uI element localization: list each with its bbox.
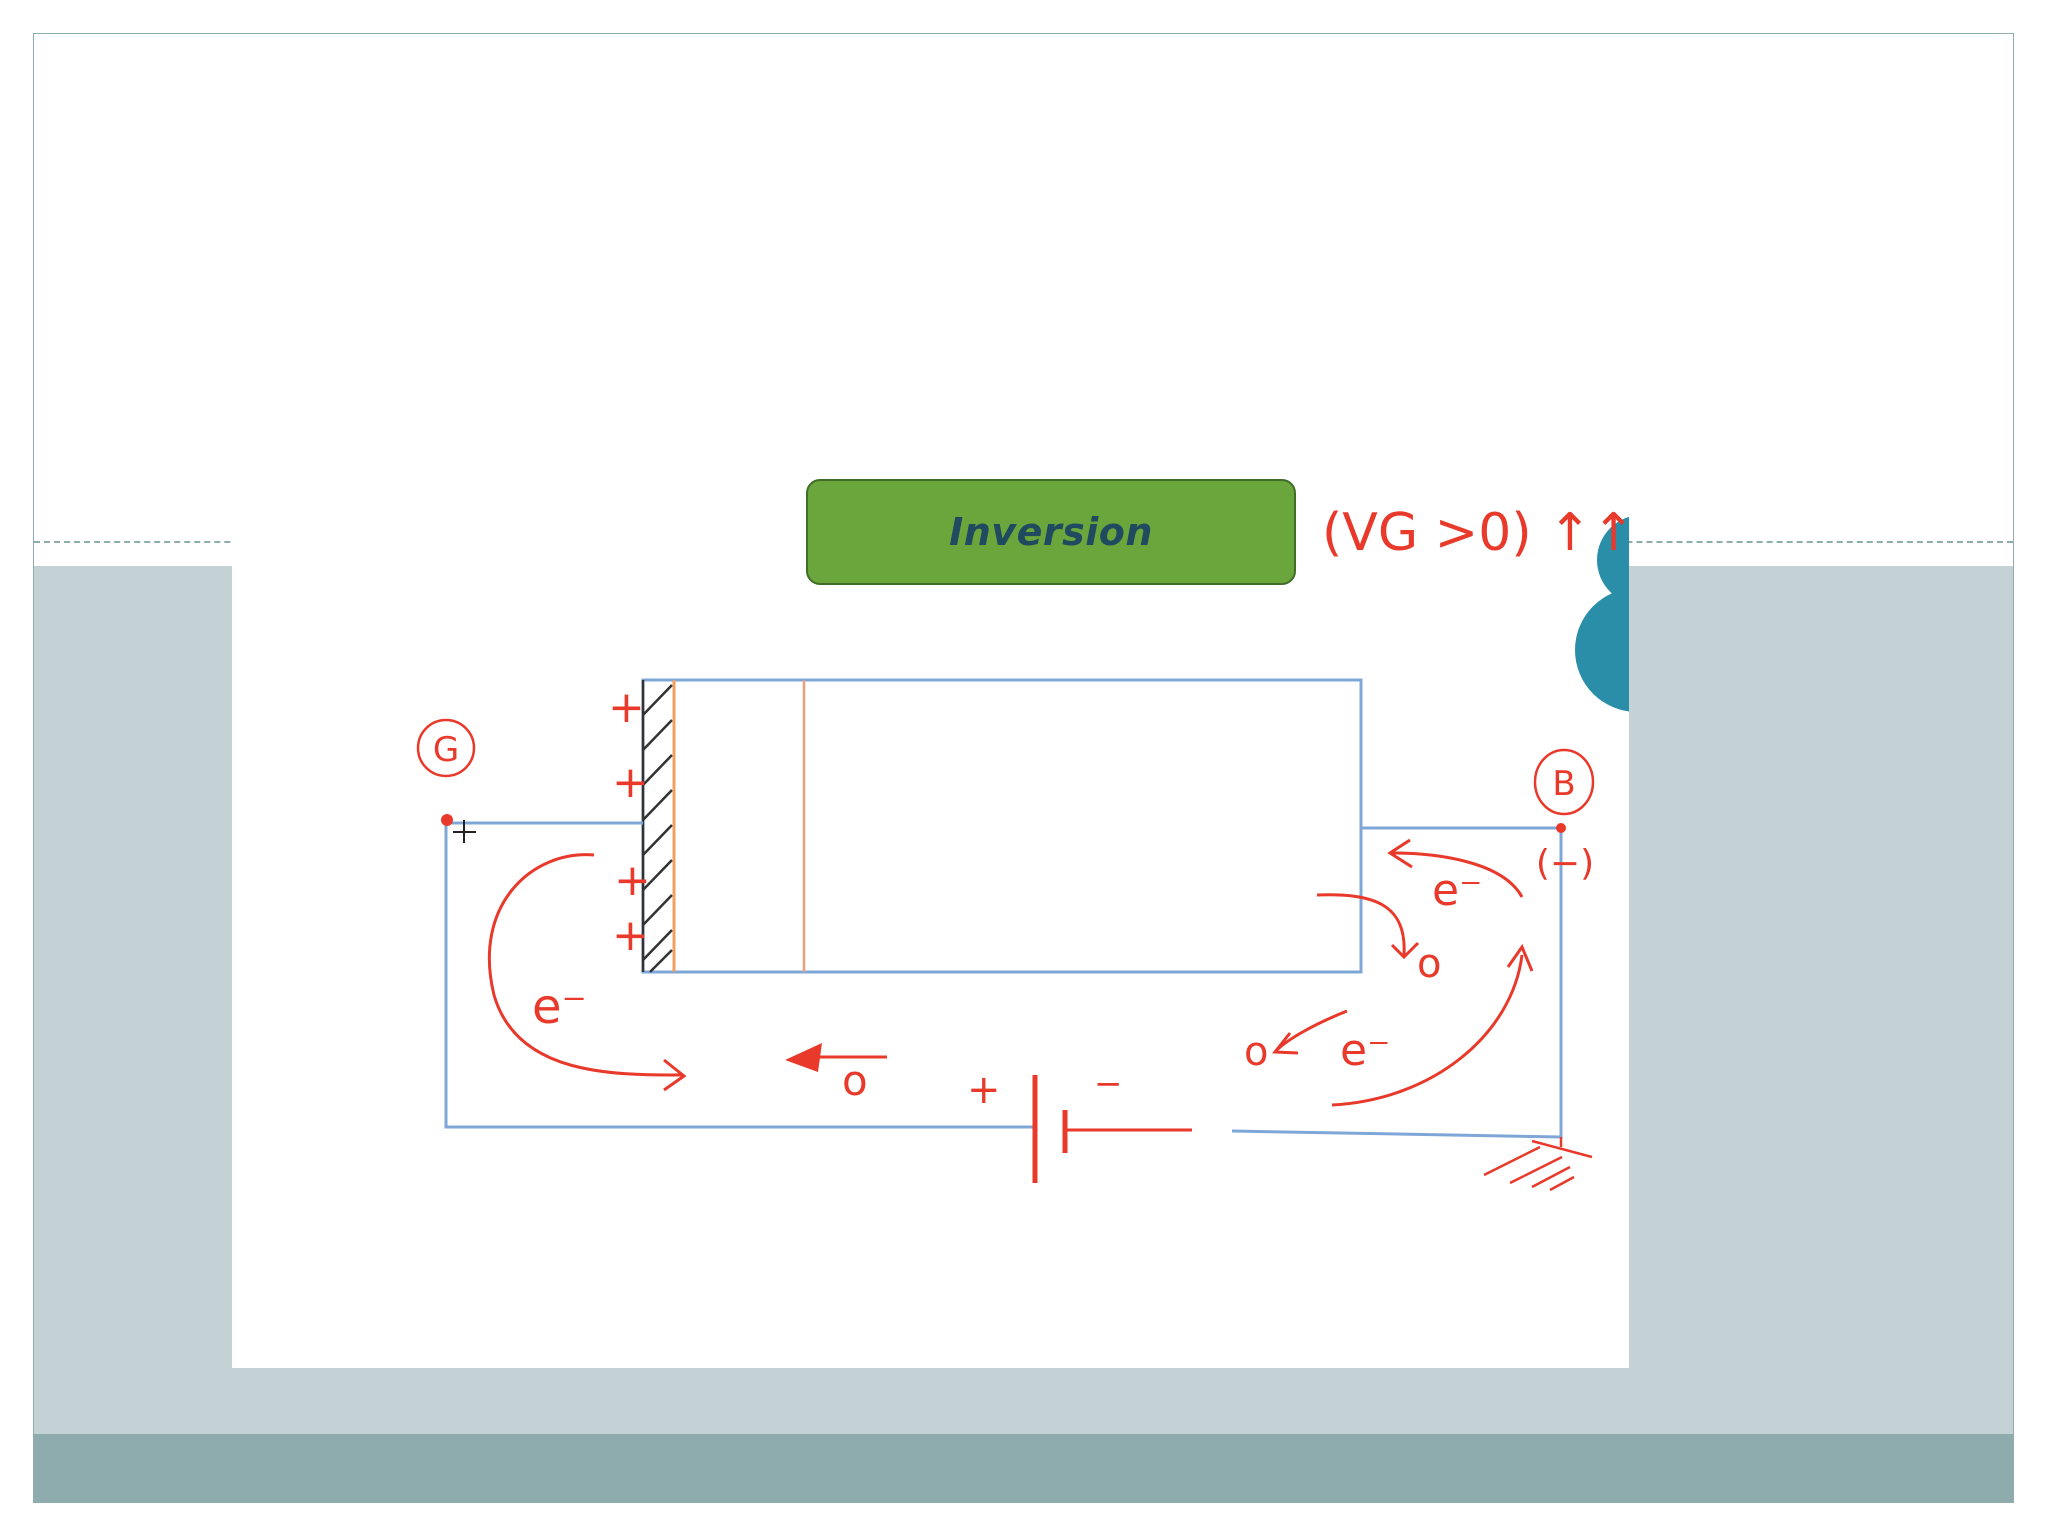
body-label-circle [1533, 748, 1595, 816]
gate-plus-2: + [612, 757, 649, 808]
title-text: Inversion [949, 510, 1153, 554]
right-hole-label-2: o [1244, 1029, 1268, 1075]
ground-icon [1483, 1137, 1593, 1192]
battery-plus: + [967, 1067, 1001, 1113]
gate-plus-3: + [614, 855, 651, 906]
embedded-video-frame: + + + + G B (−) (VG >0) ↑↑ e⁻ o + − e⁻ o [232, 435, 1629, 1368]
body-polarity: (−) [1536, 843, 1594, 884]
gate-plus-4: + [612, 910, 649, 961]
left-electron-arrowhead [663, 1058, 687, 1092]
footer-bar [34, 1434, 2013, 1502]
right-electron-arc-top-head [1387, 838, 1413, 869]
right-electron-loop [1331, 954, 1524, 1107]
gate-label: G [433, 730, 459, 770]
hole-drift-arrowhead [785, 1043, 822, 1072]
title-box: Inversion [806, 479, 1296, 585]
right-recombine-arrow [1275, 1009, 1348, 1052]
right-recombine-head [1272, 1032, 1299, 1055]
semiconductor-body [641, 678, 1363, 974]
gate-label-circle [416, 718, 476, 778]
body-terminal-dot [1556, 823, 1566, 833]
left-electron-arrow [487, 853, 683, 1077]
right-electron-label-bottom: e⁻ [1340, 1025, 1390, 1076]
gate-charges: + + + + [608, 682, 651, 961]
gate-plate [641, 680, 673, 973]
left-electron-label: e⁻ [532, 979, 587, 1035]
right-hole-label: o [1417, 941, 1441, 987]
right-hole-path-head [1390, 941, 1420, 960]
right-electron-arc-top [1391, 851, 1524, 898]
circuit-wires [444, 821, 1563, 1139]
mos-inversion-diagram: + + + + G B (−) (VG >0) ↑↑ e⁻ o + − e⁻ o [416, 503, 1629, 1192]
cursor-crosshair [453, 820, 476, 843]
battery-minus: − [1094, 1064, 1123, 1104]
condition-annotation: (VG >0) ↑↑ [1322, 503, 1629, 563]
gate-terminal-dot [441, 814, 453, 826]
hole-drift-label: o [842, 1056, 868, 1105]
gate-plus-1: + [608, 682, 645, 733]
teal-shape-top [1597, 516, 1629, 604]
body-label: B [1552, 764, 1575, 804]
right-hole-path [1316, 893, 1406, 956]
right-electron-loop-head [1506, 943, 1534, 972]
teal-shape-bottom [1575, 588, 1629, 712]
right-electron-label-top: e⁻ [1432, 865, 1482, 916]
